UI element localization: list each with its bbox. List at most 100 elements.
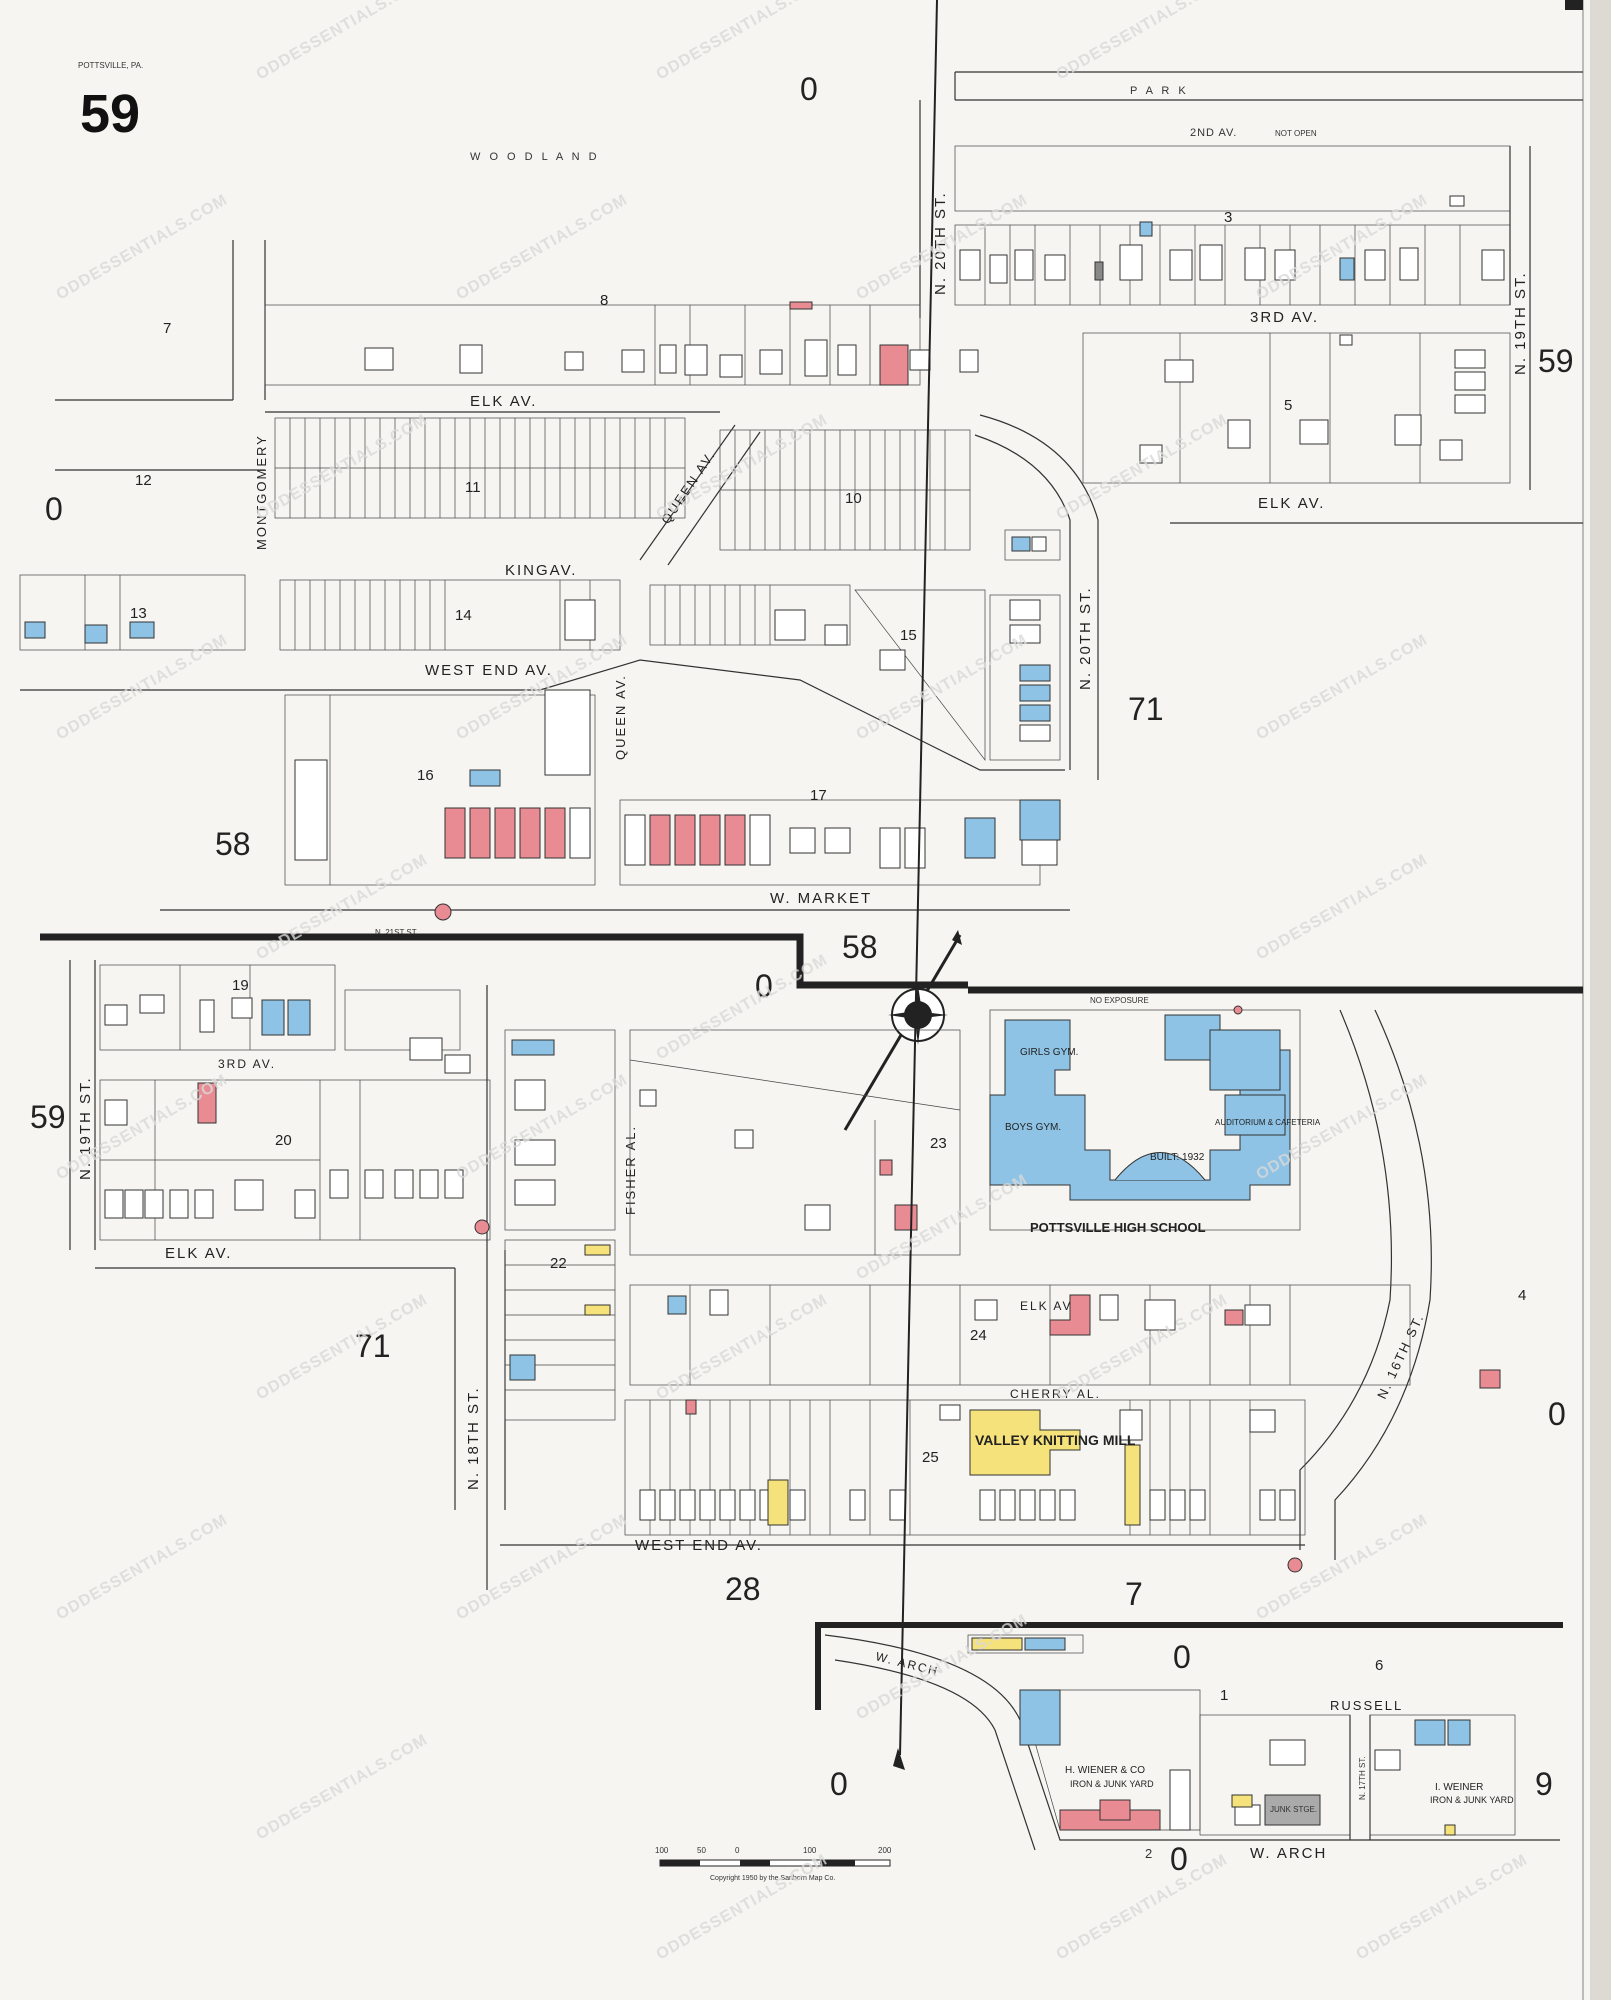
sheet-ref-0-bottom-left: 0 xyxy=(830,1766,848,1802)
hs-built: BUILT: 1932 xyxy=(1150,1152,1205,1163)
scale-tick-100: 100 xyxy=(803,1846,817,1855)
hs-girls-gym: GIRLS GYM. xyxy=(1020,1047,1078,1058)
scale-tick-0: 0 xyxy=(735,1846,740,1855)
street-n-17th-st: N. 17TH ST. xyxy=(1358,1756,1367,1800)
block-10: 10 xyxy=(719,429,971,551)
block-num-1: 1 xyxy=(1220,1687,1228,1704)
block-num-25: 25 xyxy=(922,1449,939,1466)
sheet-ref-59-left: 59 xyxy=(30,1099,66,1135)
street-west-end-av-lower: WEST END AV. xyxy=(635,1537,763,1554)
block-17: 17 xyxy=(619,787,1061,886)
street-n-20th-st-mid: N. 20TH ST. xyxy=(1077,586,1094,690)
scale-tick-200: 200 xyxy=(878,1846,892,1855)
block-num-23: 23 xyxy=(930,1135,947,1152)
street-w-arch-bottom: W. ARCH xyxy=(1250,1845,1327,1862)
hs-name: POTTSVILLE HIGH SCHOOL xyxy=(1030,1220,1206,1235)
street-woodland: W O O D L A N D xyxy=(470,151,600,163)
block-23: 23 xyxy=(629,1029,961,1256)
scale-tick-50: 50 xyxy=(697,1846,706,1855)
compass-rose: NO EXPOSURE xyxy=(843,930,1149,1131)
sheet-ref-58-mid: 58 xyxy=(842,929,878,965)
street-n-21st-st: N. 21ST ST. xyxy=(375,928,418,937)
block-14: 14 xyxy=(279,579,621,651)
block-num-22: 22 xyxy=(550,1255,567,1272)
block-num-7: 7 xyxy=(163,320,171,337)
compass-north-exposure: NO EXPOSURE xyxy=(1090,996,1149,1005)
street-elk-av-right: ELK AV. xyxy=(1258,495,1325,512)
sheet-ref-28: 28 xyxy=(725,1571,761,1607)
street-3rd-av-left: 3RD AV. xyxy=(218,1057,276,1071)
street-elk-av-left: ELK AV. xyxy=(470,393,537,410)
street-park: P A R K xyxy=(1130,85,1189,97)
copyright: Copyright 1950 by the Sanborn Map Co. xyxy=(710,1875,835,1882)
street-n-18th-st: N. 18TH ST. xyxy=(465,1386,482,1490)
block-num-5: 5 xyxy=(1284,397,1292,414)
block-num-4: 4 xyxy=(1518,1287,1526,1304)
block-num-3: 3 xyxy=(1224,209,1232,226)
wiener-block: H. WIENER & CO IRON & JUNK YARD xyxy=(1019,1689,1201,1831)
block-5: 5 xyxy=(1082,332,1511,484)
block-24: 24 xyxy=(629,1284,1411,1386)
street-queen-av-mid: QUEEN AV. xyxy=(613,674,628,760)
fisher-row xyxy=(504,1029,616,1231)
block-num-19: 19 xyxy=(232,977,249,994)
sheet-header: POTTSVILLE, PA. xyxy=(78,61,143,70)
sheet-divider-left xyxy=(40,933,968,989)
wiener-co-name: H. WIENER & CO xyxy=(1065,1765,1145,1776)
sheet-ref-0-right: 0 xyxy=(1548,1396,1566,1432)
street-fisher-al: FISHER AL. xyxy=(623,1125,638,1215)
street-n-19th-st-left: N. 19TH ST. xyxy=(77,1076,94,1180)
sheet-ref-2: 2 xyxy=(1145,1846,1152,1861)
i-wiener-name: I. WEINER xyxy=(1435,1782,1483,1793)
i-wiener-sub: IRON & JUNK YARD xyxy=(1430,1795,1514,1805)
block-15: 15 xyxy=(649,584,986,762)
street-w-market: W. MARKET xyxy=(770,890,872,907)
junk-stge: JUNK STGE. xyxy=(1270,1805,1317,1814)
block-19: 19 xyxy=(99,964,336,1051)
sheet-ref-71-top: 71 xyxy=(1128,691,1164,727)
block-num-16: 16 xyxy=(417,767,434,784)
street-n-19th-st-top: N. 19TH ST. xyxy=(1512,271,1529,375)
sheet-ref-0-bottom: 0 xyxy=(1170,1841,1188,1877)
wiener-co-sub: IRON & JUNK YARD xyxy=(1070,1779,1154,1789)
street-west-end-av-top: WEST END AV. xyxy=(425,662,553,679)
sheet-ref-0-bottom-top: 0 xyxy=(1173,1639,1191,1675)
block-num-12: 12 xyxy=(135,472,152,489)
park-strip: P A R K xyxy=(919,71,1583,318)
street-2nd-av-note: NOT OPEN xyxy=(1275,129,1317,138)
block-8: 8 xyxy=(264,292,979,386)
sheet-ref-71-lower: 71 xyxy=(355,1328,391,1364)
i-wiener-block: I. WEINER IRON & JUNK YARD xyxy=(1369,1714,1516,1836)
block-num-15: 15 xyxy=(900,627,917,644)
hs-auditorium: AUDITORIUM & CAFETERIA xyxy=(1215,1118,1321,1127)
block-16: 16 xyxy=(284,689,596,886)
sheet-ref-0-mid: 0 xyxy=(755,968,773,1004)
sheet-ref-0-left: 0 xyxy=(45,491,63,527)
street-king-av: KINGAV. xyxy=(505,562,577,579)
block-num-17: 17 xyxy=(810,787,827,804)
street-n-20th-st-top: N. 20TH ST. xyxy=(932,191,949,295)
street-cherry-al: CHERRY AL. xyxy=(1010,1387,1101,1401)
block-13: 13 xyxy=(19,574,246,651)
street-2nd-av: 2ND AV. xyxy=(1190,127,1237,139)
sheet-ref-9: 9 xyxy=(1535,1766,1553,1802)
binding-edge xyxy=(1590,0,1611,2000)
street-elk-av-lower-left: ELK AV. xyxy=(165,1245,232,1262)
block-num-14: 14 xyxy=(455,607,472,624)
sheet-ref-59-top-right: 59 xyxy=(1538,343,1574,379)
sheet-divider-bottom xyxy=(815,1622,1563,1710)
scale-bar: 100 50 0 100 200 Copyright 1950 by the S… xyxy=(655,1846,892,1882)
sheet-ref-7: 7 xyxy=(1125,1576,1143,1612)
sheet-ref-0-top: 0 xyxy=(800,71,818,107)
sheet-ref-58-left: 58 xyxy=(215,826,251,862)
block-num-24: 24 xyxy=(970,1327,987,1344)
scale-tick-100l: 100 xyxy=(655,1846,669,1855)
block-num-10: 10 xyxy=(845,490,862,507)
street-3rd-av: 3RD AV. xyxy=(1250,309,1319,326)
n20th-row xyxy=(989,594,1061,761)
pottsville-high-school: GIRLS GYM. BOYS GYM. BUILT: 1932 AUDITOR… xyxy=(989,1009,1321,1235)
block-num-6: 6 xyxy=(1375,1657,1383,1674)
block-num-11: 11 xyxy=(465,479,481,496)
block-11: 11 xyxy=(274,417,686,519)
